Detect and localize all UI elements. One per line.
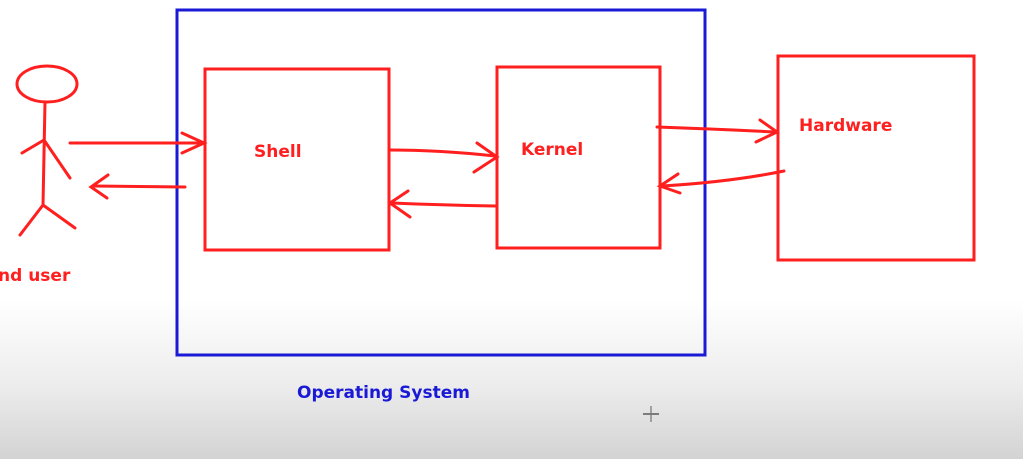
hardware-label: Hardware	[799, 116, 893, 136]
arrow-shell-to-kernel	[388, 141, 500, 174]
hardware-box	[776, 54, 976, 262]
shell-label: Shell	[254, 142, 302, 162]
arrow-kernel-to-hardware	[655, 118, 780, 144]
operating-system-box	[175, 8, 707, 357]
arrow-shell-to-user	[88, 173, 187, 200]
end-user-label: nd user	[0, 266, 71, 286]
operating-system-label: Operating System	[297, 383, 470, 403]
arrow-user-to-shell	[68, 131, 208, 155]
kernel-label: Kernel	[521, 140, 584, 160]
arrow-hardware-to-kernel	[656, 169, 786, 195]
crosshair-cursor-icon	[643, 406, 659, 422]
stick-figure-icon	[15, 64, 79, 237]
shell-box	[203, 67, 391, 252]
arrow-kernel-to-shell	[387, 189, 497, 219]
